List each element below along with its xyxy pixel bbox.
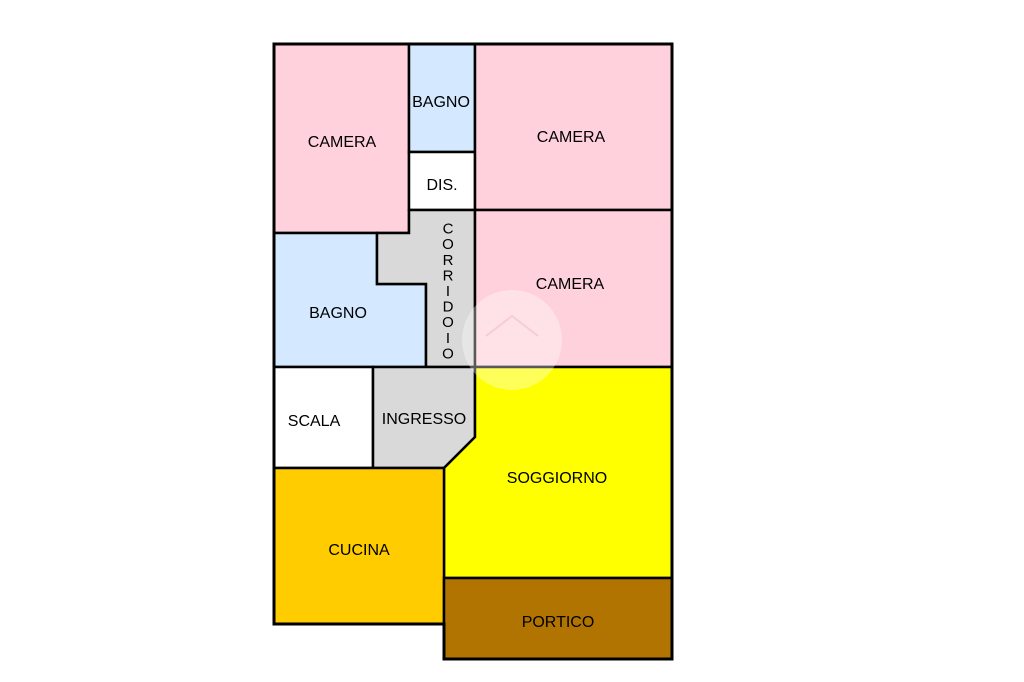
room-label: CAMERA bbox=[537, 129, 606, 146]
room-scala: SCALA bbox=[272, 365, 375, 470]
room-label: SCALA bbox=[288, 413, 341, 430]
room-label: CUCINA bbox=[328, 542, 390, 559]
home-icon bbox=[462, 290, 562, 390]
room-label: CAMERA bbox=[536, 276, 605, 293]
room-camera-top-left: CAMERA bbox=[272, 42, 411, 235]
room-soggiorno: SOGGIORNO bbox=[442, 365, 674, 580]
room-label: DIS. bbox=[426, 177, 457, 194]
room-camera-top-right: CAMERA bbox=[473, 42, 674, 212]
room-shape bbox=[473, 42, 674, 212]
room-label: INGRESSO bbox=[382, 411, 466, 428]
room-dis: DIS. bbox=[407, 150, 477, 212]
building-outline bbox=[272, 42, 674, 661]
room-bagno-small: BAGNO bbox=[407, 42, 477, 154]
room-label: SOGGIORNO bbox=[507, 470, 607, 487]
room-cucina: CUCINA bbox=[272, 466, 446, 626]
room-label: BAGNO bbox=[309, 305, 367, 322]
room-label: BAGNO bbox=[412, 94, 470, 111]
room-portico: PORTICO bbox=[442, 576, 674, 661]
room-label: CAMERA bbox=[308, 134, 377, 151]
room-label: PORTICO bbox=[522, 614, 595, 631]
